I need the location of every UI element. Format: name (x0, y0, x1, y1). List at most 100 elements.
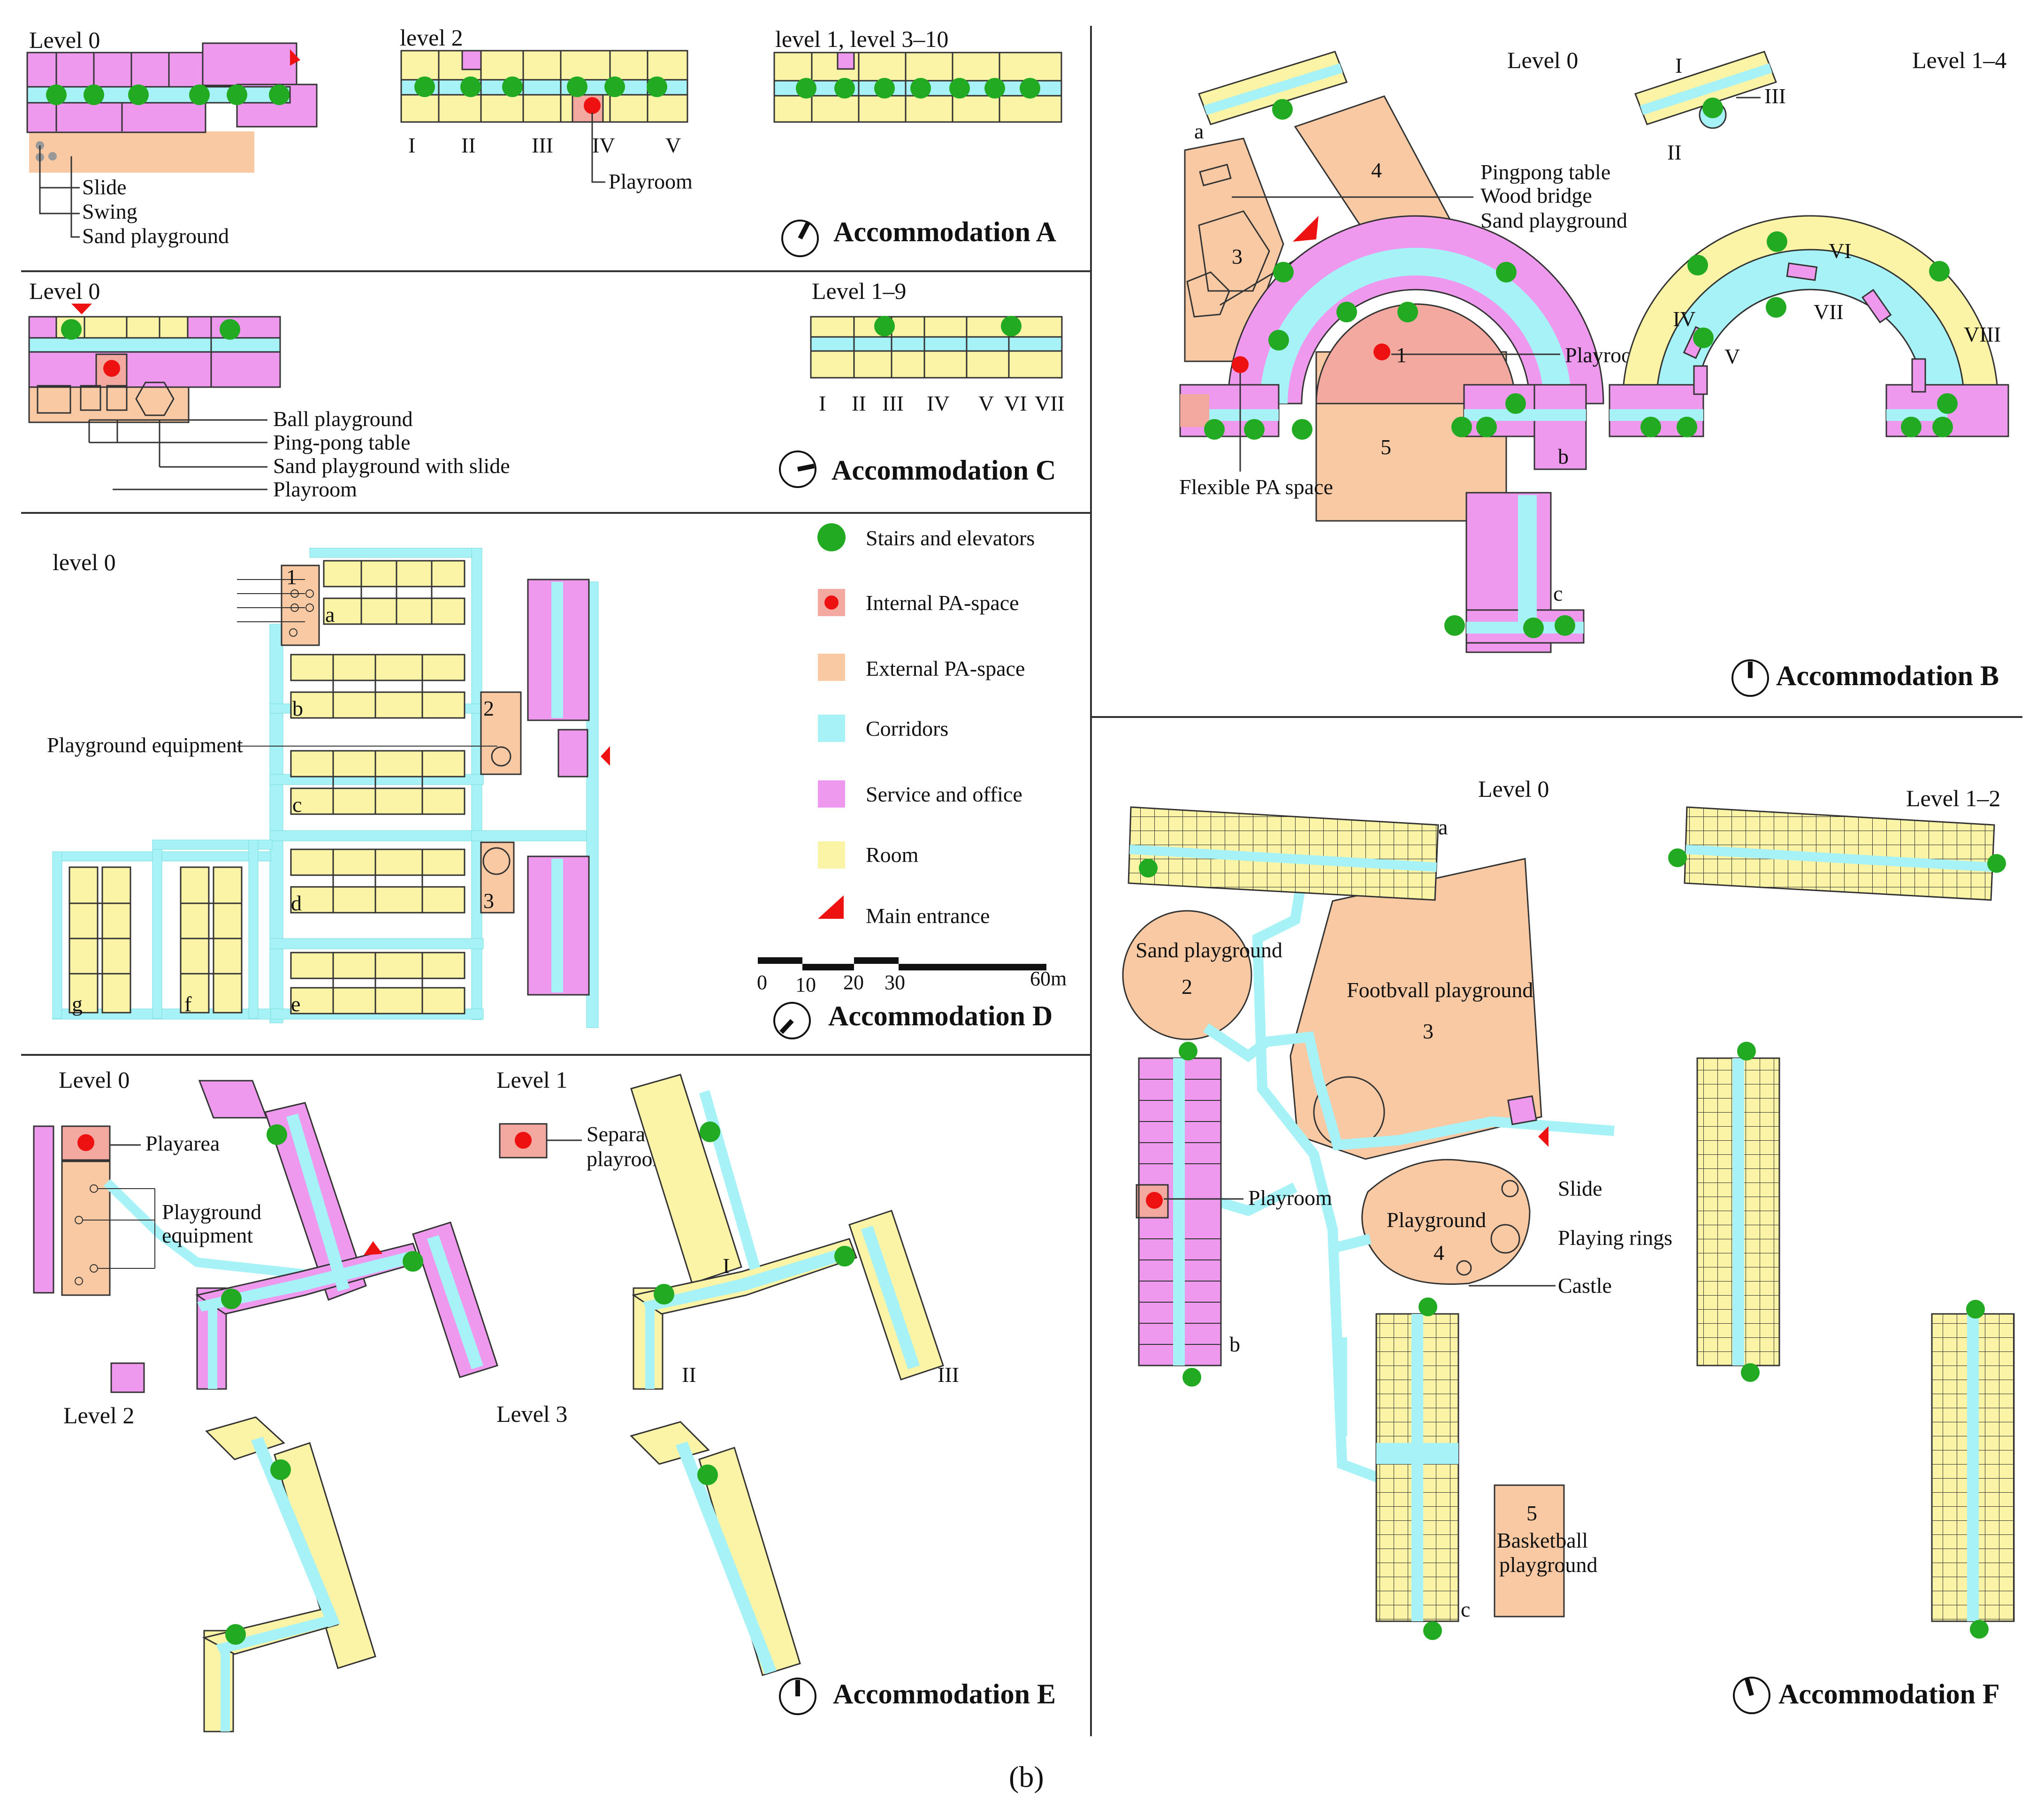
acc-f-castle-label: Castle (1558, 1274, 1612, 1297)
acc-f-building-a-stairs (1139, 859, 1158, 877)
acc-f-building-b-lines (1139, 1079, 1221, 1345)
acc-e-level1-label: Level 1 (496, 1067, 567, 1093)
acc-f-building-a (1128, 806, 1439, 901)
acc-f-building-b (1138, 1057, 1222, 1366)
acc-a-equipment-leaders (39, 145, 80, 238)
acc-f-north-arrow (1733, 1677, 1770, 1714)
acc-f-letter-b: b (1229, 1332, 1240, 1356)
acc-c-level19-label: Level 1–9 (812, 278, 906, 304)
acc-f-basketball-label-1: Basketball (1497, 1528, 1588, 1552)
acc-c-unit-3: III (882, 391, 904, 415)
acc-a-level2-plan (400, 50, 688, 123)
acc-e-equipment-markers (75, 1184, 155, 1285)
acc-e-level0-label: Level 0 (59, 1067, 130, 1093)
acc-a-unit-3: III (532, 133, 553, 157)
acc-b-unit-2: II (1667, 140, 1682, 164)
acc-e-level0-plan (33, 1080, 268, 1393)
acc-c-unit-4: IV (927, 391, 950, 415)
acc-b-outline-shapes (1186, 163, 1473, 318)
acc-c-entrance-icon (71, 304, 92, 314)
acc-c-unit-7: VII (1035, 391, 1065, 415)
acc-e-level3-building (630, 1421, 801, 1676)
acc-f-level12-b-stairs (1737, 1042, 1760, 1382)
accommodation-d-panel: level 0 (47, 523, 1067, 1039)
acc-c-title: Accommodation C (831, 455, 1056, 486)
acc-c-leaders (88, 419, 267, 490)
acc-e-level2-label: Level 2 (63, 1402, 134, 1428)
acc-c-pingpong-label: Ping-pong table (273, 430, 411, 454)
acc-c-unit-1: I (819, 391, 826, 415)
acc-d-equipment-label: Playground equipment (47, 733, 243, 757)
legend-entrance-swatch (818, 895, 844, 919)
legend-corridors-label: Corridors (866, 717, 948, 740)
acc-b-entrance-icon (1293, 216, 1319, 242)
acc-e-path (103, 1179, 306, 1279)
legend-room-label: Room (866, 843, 919, 867)
acc-c-ball-label: Ball playground (273, 407, 413, 431)
acc-a-playroom-marker (584, 97, 601, 114)
acc-d-letter-f: f (184, 992, 192, 1016)
acc-d-room-dividers (69, 561, 433, 1014)
acc-a-playroom-label: Playroom (609, 169, 693, 193)
acc-f-num-5: 5 (1526, 1501, 1537, 1525)
acc-d-entrance-icon (601, 746, 610, 766)
acc-f-football-label: Footbvall playground (1347, 978, 1533, 1002)
legend-internal-dot (824, 595, 839, 610)
acc-b-building-a-stairs (1272, 99, 1293, 120)
acc-a-title: Accommodation A (833, 216, 1056, 247)
acc-b-level14-small-stairs (1702, 98, 1723, 118)
acc-c-sandslide-label: Sand playground with slide (273, 454, 510, 478)
legend-external-label: External PA-space (866, 656, 1025, 680)
acc-a-level2-label: level 2 (400, 24, 463, 51)
acc-c-level19-plan (810, 316, 1063, 379)
acc-b-letter-a: a (1194, 119, 1204, 143)
acc-d-service-corridors (551, 582, 563, 992)
acc-c-playroom-label: Playroom (273, 477, 357, 501)
acc-e-playarea-marker (77, 1134, 94, 1151)
scale-tick-20: 20 (843, 971, 864, 994)
accommodation-b-panel: Level 0 Level 1–4 (1179, 47, 2009, 697)
acc-d-letter-g: g (72, 992, 83, 1016)
acc-b-level0-label: Level 0 (1507, 47, 1578, 73)
acc-a-north-arrow (781, 220, 819, 257)
acc-d-equipment-leaders (237, 579, 497, 747)
acc-f-level12-building-b (1696, 1057, 1780, 1366)
acc-a-level13-label: level 1, level 3–10 (775, 26, 948, 52)
acc-a-level0-stairs (46, 84, 290, 105)
acc-f-level0-label: Level 0 (1478, 776, 1549, 802)
acc-d-num-2: 2 (483, 696, 494, 720)
acc-e-level3-stairs (697, 1465, 718, 1485)
legend: Stairs and elevators Internal PA-space E… (817, 523, 1035, 928)
acc-f-entrance-icon (1538, 1126, 1548, 1147)
acc-b-num-3: 3 (1232, 244, 1243, 268)
accommodation-a-panel: Level 0 level 2 level 1, level 3–10 (26, 24, 1062, 257)
acc-f-sand-label: Sand playground (1136, 938, 1282, 962)
acc-b-unit-3: III (1764, 84, 1786, 108)
acc-a-slide-label: Slide (82, 175, 127, 199)
acc-a-level2-stairs (414, 76, 667, 97)
acc-f-num-2: 2 (1182, 975, 1192, 999)
acc-a-unit-4: IV (592, 133, 615, 157)
acc-c-unit-2: II (852, 391, 866, 415)
acc-f-letter-c: c (1461, 1597, 1470, 1621)
acc-f-rings-label: Playing rings (1558, 1226, 1672, 1250)
acc-b-playroom-marker (1373, 343, 1390, 360)
accommodation-c-panel: Level 0 Level 1–9 (28, 278, 1065, 501)
acc-f-playroom-label: Playroom (1248, 1186, 1332, 1210)
acc-d-letter-a: a (325, 603, 335, 626)
acc-b-north-arrow (1731, 659, 1769, 697)
acc-b-flexible-marker (1232, 356, 1249, 373)
acc-c-unit-5: V (978, 391, 994, 415)
scale-tick-30: 30 (885, 971, 905, 994)
acc-b-num-4: 4 (1371, 158, 1382, 182)
acc-e-unit-1: I (723, 1254, 730, 1278)
acc-d-num-3: 3 (483, 889, 494, 913)
scale-tick-0: 0 (757, 971, 767, 994)
acc-d-room-blocks (69, 560, 465, 1015)
scale-bar (758, 957, 1046, 970)
acc-b-level14-stairs (1640, 231, 1958, 437)
acc-b-unit-6: VI (1829, 239, 1852, 263)
legend-stairs-swatch (817, 523, 846, 551)
